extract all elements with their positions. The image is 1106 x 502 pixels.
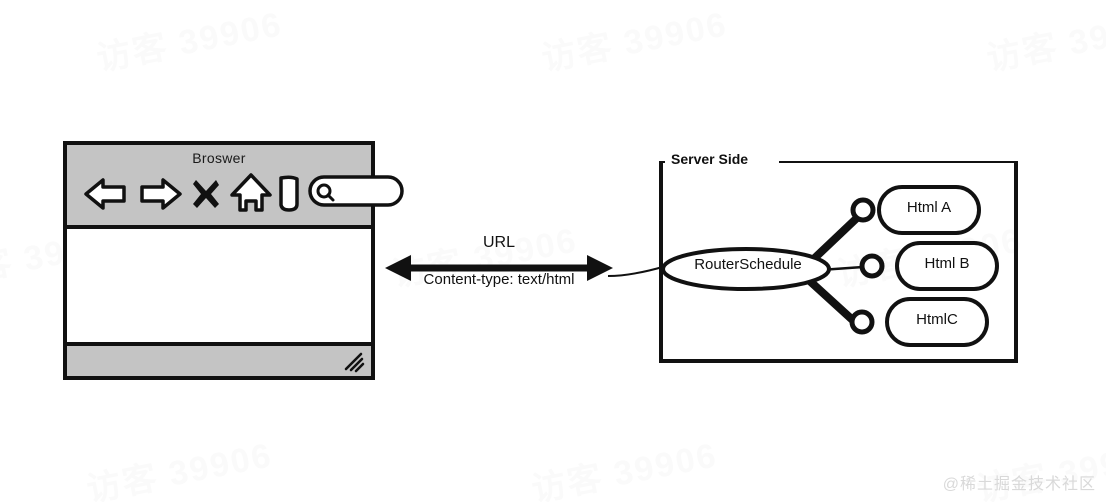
page-icon[interactable] xyxy=(277,174,301,214)
stop-icon[interactable] xyxy=(191,176,221,210)
html-c-label: HtmlC xyxy=(916,311,958,328)
browser-toolbar: Broswer xyxy=(67,145,404,229)
search-icon xyxy=(316,183,335,202)
browser-statusbar xyxy=(67,342,371,376)
html-c-node xyxy=(885,297,989,347)
home-icon[interactable] xyxy=(229,171,273,215)
connection-label-content-type: Content-type: text/html xyxy=(423,271,575,288)
double-arrow-icon xyxy=(385,255,613,281)
server-side-legend: Server Side xyxy=(665,151,755,167)
router-schedule-node xyxy=(661,247,831,291)
background-watermark: 访客 39906 xyxy=(528,436,721,502)
router-schedule-label: RouterSchedule xyxy=(694,256,802,273)
connector-circle-a xyxy=(850,197,876,223)
connector-circle-b xyxy=(859,253,885,279)
background-watermark: 访客 39906 xyxy=(983,5,1106,79)
html-a-node xyxy=(877,185,981,235)
back-icon[interactable] xyxy=(83,176,129,212)
server-side-box: Server Side RouterSchedule Html A Html B… xyxy=(651,151,1019,367)
server-side-graph xyxy=(659,161,1018,363)
connector-circle-c xyxy=(849,309,875,335)
resize-grip-icon[interactable] xyxy=(343,351,365,373)
site-credit-watermark: @稀土掘金技术社区 xyxy=(942,476,1096,493)
connection-label-url: URL xyxy=(482,234,515,251)
browser-title: Broswer xyxy=(192,150,246,166)
search-box[interactable] xyxy=(307,172,405,210)
background-watermark: 访客 39906 xyxy=(93,5,286,79)
html-b-label: Html B xyxy=(924,255,970,272)
browser-viewport[interactable] xyxy=(67,229,371,346)
browser-icon-row xyxy=(81,168,404,220)
background-watermark: 访客 39906 xyxy=(538,5,731,79)
html-a-label: Html A xyxy=(906,199,952,216)
browser-window: Broswer xyxy=(63,141,404,380)
forward-icon[interactable] xyxy=(137,176,183,212)
background-watermark: 访客 39906 xyxy=(83,436,276,502)
html-b-node xyxy=(895,241,999,291)
